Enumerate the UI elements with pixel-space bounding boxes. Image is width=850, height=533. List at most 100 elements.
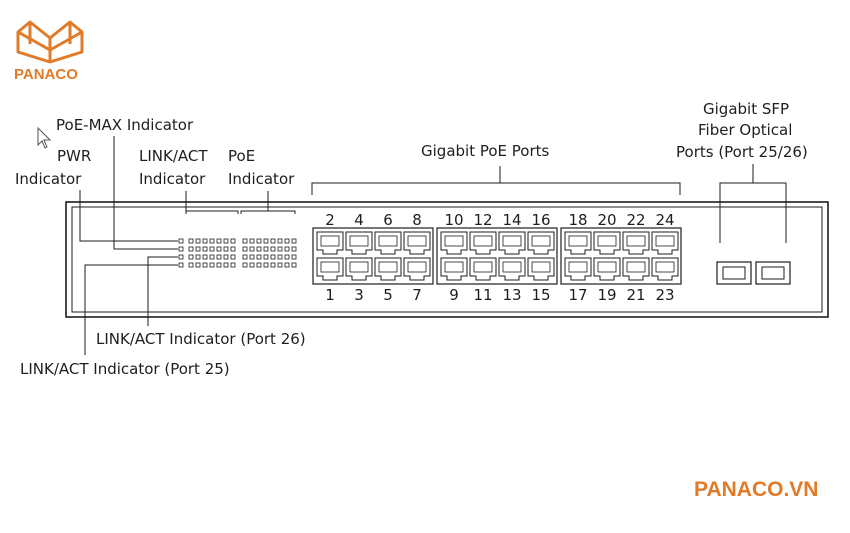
port-number-bottom: 17 (568, 286, 587, 304)
link-act-led (216, 246, 222, 252)
poe-led (277, 238, 283, 244)
port-number-bottom: 21 (626, 286, 645, 304)
link-act-led (202, 254, 208, 260)
poe-led (249, 262, 255, 268)
link-act-led (209, 262, 215, 268)
link-act-led (230, 238, 236, 244)
link-act-led (209, 238, 215, 244)
poe-led (263, 254, 269, 260)
link-act-led (202, 238, 208, 244)
poe-led (256, 254, 262, 260)
poe-led (263, 238, 269, 244)
rj45-port (374, 257, 402, 281)
port-number-top: 20 (597, 211, 616, 229)
poe-indicator-label: Indicator (228, 170, 295, 188)
poe-led (263, 262, 269, 268)
rj45-port (469, 257, 497, 281)
link-act-bracket (185, 210, 239, 214)
port-number-top: 16 (531, 211, 550, 229)
port-number-bottom: 13 (502, 286, 521, 304)
poe-led (270, 238, 276, 244)
pwr-indicator-label: Indicator (15, 170, 82, 188)
sfp-port-26 (755, 261, 791, 285)
poe-led (270, 246, 276, 252)
port-number-top: 14 (502, 211, 521, 229)
link-act-led (202, 262, 208, 268)
poe-led (291, 254, 297, 260)
switch-chassis (65, 201, 829, 318)
poe-led (256, 262, 262, 268)
port-number-bottom: 15 (531, 286, 550, 304)
link-act-led (188, 254, 194, 260)
rj45-port (622, 231, 650, 255)
poe-led (277, 254, 283, 260)
port-block (560, 227, 682, 285)
poe-led (270, 254, 276, 260)
link-act-25-label: LINK/ACT Indicator (Port 25) (20, 360, 230, 378)
port-number-top: 12 (473, 211, 492, 229)
link-act-led (195, 262, 201, 268)
status-led (178, 238, 184, 244)
sfp-bracket (719, 182, 787, 243)
port-number-top: 4 (354, 211, 364, 229)
link-act-led (188, 238, 194, 244)
link-act-led (195, 238, 201, 244)
poe-led (256, 238, 262, 244)
link-act-led (230, 246, 236, 252)
link-act-led (195, 246, 201, 252)
link-act-indicator-label: Indicator (139, 170, 206, 188)
rj45-port (593, 231, 621, 255)
link-act-led (216, 238, 222, 244)
poe-max-callout-line (113, 136, 178, 250)
poe-led (242, 238, 248, 244)
link-act-label: LINK/ACT (139, 147, 208, 165)
open-book-logo-icon (16, 20, 84, 64)
logo-text: PANACO (14, 66, 78, 83)
port-number-bottom: 5 (383, 286, 393, 304)
link-act-led (209, 254, 215, 260)
poe-led (291, 262, 297, 268)
status-led (178, 246, 184, 252)
status-led (178, 254, 184, 260)
sfp-label-line3: Ports (Port 25/26) (676, 143, 808, 161)
rj45-port (440, 231, 468, 255)
rj45-port (593, 257, 621, 281)
poe-led (249, 238, 255, 244)
link-act-led-group (188, 238, 236, 268)
poe-led (291, 246, 297, 252)
rj45-port (345, 231, 373, 255)
rj45-port (316, 231, 344, 255)
poe-led (284, 246, 290, 252)
poe-led (249, 254, 255, 260)
rj45-port (316, 257, 344, 281)
link-act-led (216, 254, 222, 260)
rj45-port (527, 231, 555, 255)
switch-chassis-inner (71, 206, 823, 313)
poe-led-group (242, 238, 297, 268)
rj45-port (403, 231, 431, 255)
pwr-label: PWR (57, 147, 91, 165)
port-number-top: 2 (325, 211, 335, 229)
port-number-top: 24 (655, 211, 674, 229)
link-act-led (223, 246, 229, 252)
poe-bracket (240, 210, 296, 214)
link-act-26-callout-line (147, 256, 178, 326)
link-act-led (223, 238, 229, 244)
poe-led (242, 246, 248, 252)
link-act-led (230, 254, 236, 260)
mouse-pointer-icon (37, 126, 52, 149)
poe-led (277, 246, 283, 252)
link-act-26-label: LINK/ACT Indicator (Port 26) (96, 330, 306, 348)
poe-led (284, 254, 290, 260)
rj45-port (651, 257, 679, 281)
rj45-port (469, 231, 497, 255)
poe-led (249, 246, 255, 252)
port-number-bottom: 3 (354, 286, 364, 304)
pwr-callout-line (79, 190, 178, 242)
rj45-port (527, 257, 555, 281)
poe-led (291, 238, 297, 244)
port-number-bottom: 7 (412, 286, 422, 304)
gigabit-poe-ports-label: Gigabit PoE Ports (421, 142, 550, 160)
poe-led (284, 238, 290, 244)
